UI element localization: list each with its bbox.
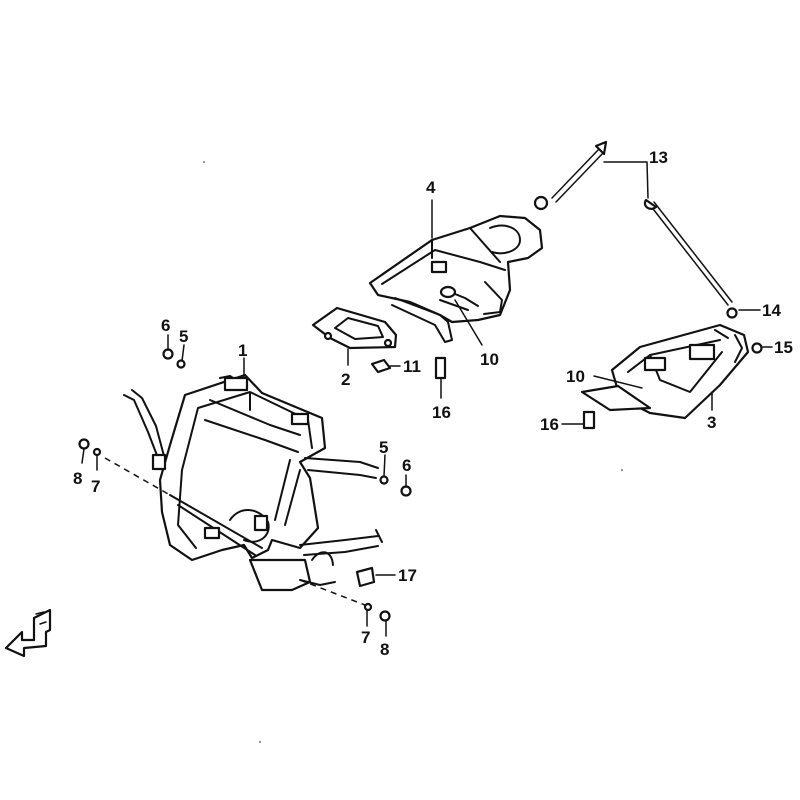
hardware-fasteners [78,307,763,622]
bolt-16-middle [434,356,447,380]
callout-16-right: 16 [540,415,559,434]
bolt-15 [751,342,763,354]
callout-14: 14 [762,301,781,320]
callout-7-left: 7 [91,477,100,496]
callout-2: 2 [341,370,350,389]
plate-part-2 [311,306,398,350]
callout-5-right: 5 [379,438,388,457]
callout-17: 17 [398,566,417,585]
washer-7-bottom [363,602,373,612]
washer-5-right [379,475,389,485]
callout-11: 11 [403,357,421,376]
callout-6-upper: 6 [161,316,170,335]
callout-labels: 1 2 3 4 5 5 6 6 7 7 8 8 10 10 11 13 14 1… [73,148,793,659]
assembly-line-left [104,457,171,496]
bolt-11 [370,358,392,374]
callout-6-right: 6 [402,456,411,475]
washer-7-left [92,447,102,457]
callout-15: 15 [774,338,793,357]
bracket-part-4 [368,214,544,343]
main-frame-part-1 [123,373,383,592]
callout-8-left: 8 [73,469,82,488]
nut-14 [726,307,738,319]
bolt-16-right [582,410,596,430]
callout-13: 13 [649,148,668,167]
clip-17 [355,566,376,588]
callout-16-middle: 16 [432,403,451,422]
callout-8-bottom: 8 [380,640,389,659]
washer-5-upper [176,359,186,369]
callout-1: 1 [238,341,247,360]
bolt-8-bottom [379,610,391,622]
callout-10-right: 10 [566,367,585,386]
callout-3: 3 [707,413,716,432]
forward-arrow-icon [4,608,52,658]
callout-10-middle: 10 [480,350,499,369]
bolt-6-right [400,485,412,497]
rod-part-13 [533,140,733,306]
assembly-line-bottom [299,579,366,606]
bolt-6-upper [162,348,174,360]
callout-7-bottom: 7 [361,628,370,647]
bolt-8-left [78,438,90,450]
bracket-part-3 [580,323,750,420]
callout-5-upper: 5 [179,327,188,346]
leader-lines [81,161,773,637]
callout-4: 4 [426,178,436,197]
